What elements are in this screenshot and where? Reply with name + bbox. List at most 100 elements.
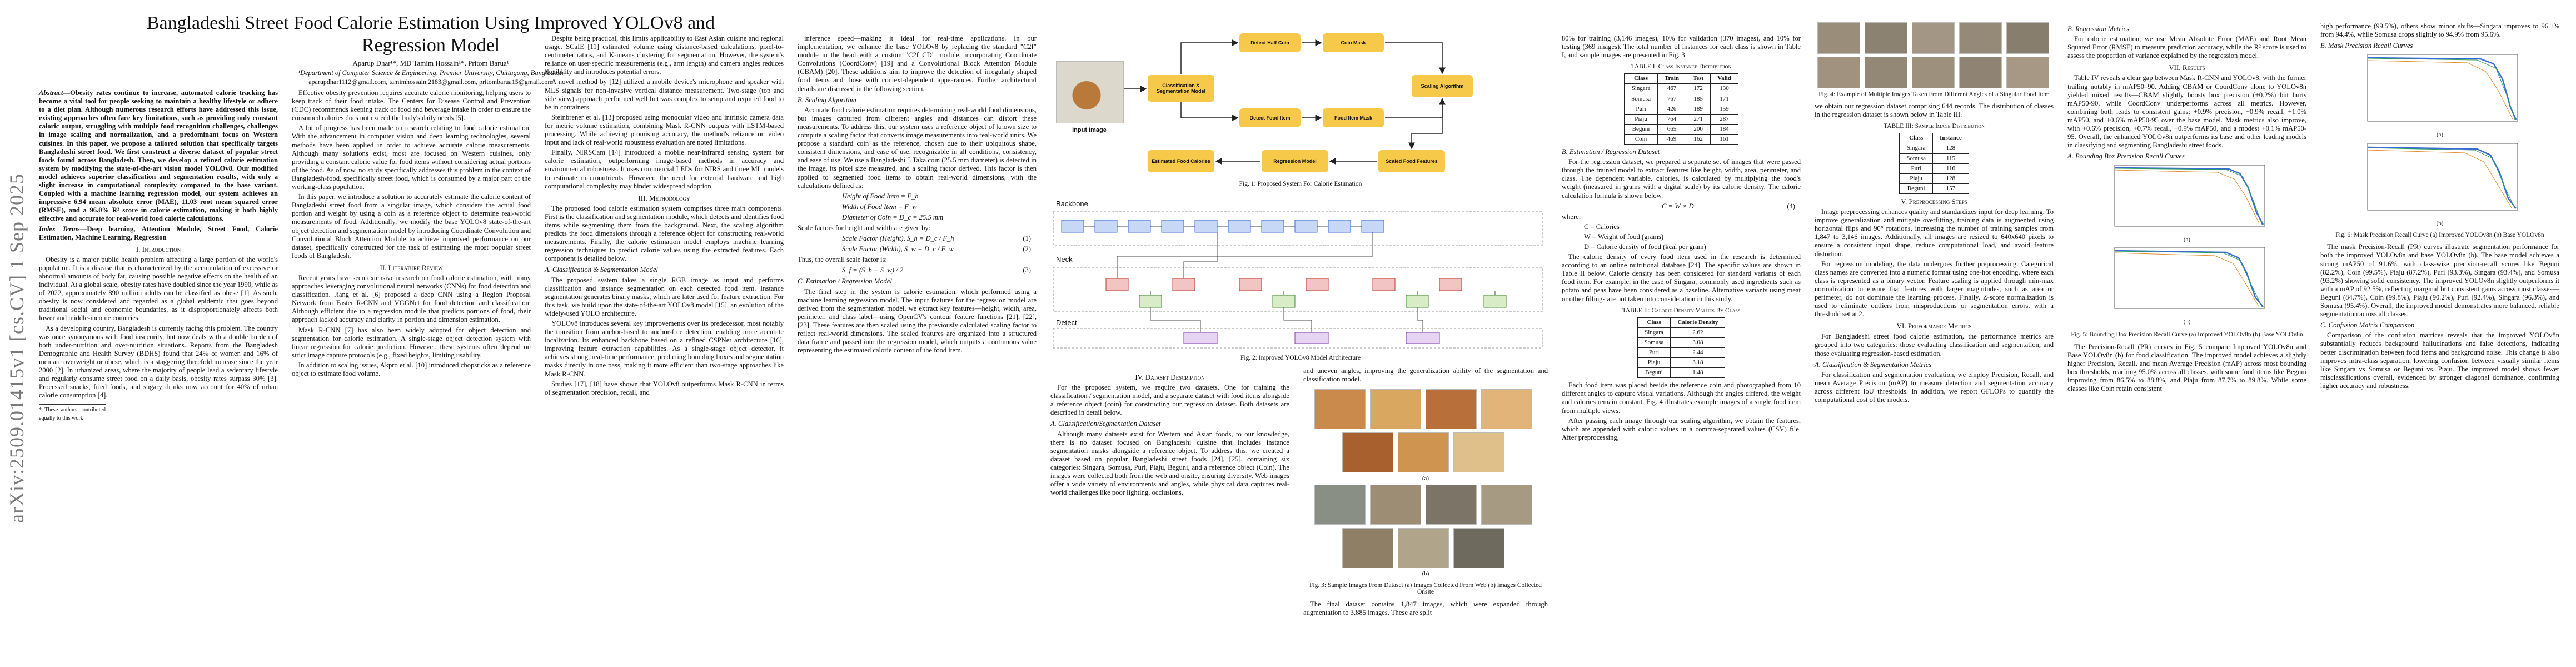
column-2: Effective obesity prevention requires ac… [292, 89, 531, 380]
sample-photo [1314, 389, 1366, 429]
angle-photo [2006, 57, 2049, 88]
paragraph: YOLOv8 introduces several key improvemen… [545, 320, 784, 378]
detect-coin-box: Detect Half Coin [1239, 33, 1301, 52]
figure-1: Input Image Classification & Segmentatio… [1050, 22, 1551, 189]
neck-label: Neck [1056, 255, 1073, 263]
input-food-photo [1056, 61, 1124, 123]
paragraph: For classification and segmentation eval… [1815, 370, 2054, 404]
angle-photo [2006, 22, 2049, 54]
paragraph: Finally, NIRSCam [14] introduced a mobil… [545, 148, 784, 190]
table-cell: 128 [1932, 173, 1969, 184]
pr-curve-box-base [2114, 247, 2265, 309]
paragraph: Mask R-CNN [7] has also been widely adop… [292, 326, 531, 359]
paragraph: The mask Precision-Recall (PR) curves il… [2320, 243, 2559, 318]
table-cell: 172 [1686, 83, 1711, 94]
paragraph: A novel method by [12] utilized a mobile… [545, 78, 784, 111]
figure-4-caption: Fig. 4: Example of Multiple Images Taken… [1818, 91, 2050, 98]
table-cell: 128 [1932, 143, 1969, 154]
table-cell: 185 [1686, 93, 1711, 104]
web-images-grid [1314, 389, 1537, 472]
table-header: Calorie Density [1670, 317, 1726, 328]
figure-2: Backbone Neck Detect [1050, 195, 1551, 362]
table-cell: Beguni [1637, 367, 1671, 379]
definition: C = Calories [1584, 222, 1620, 231]
definition: D = Calorie density of food (kcal per gr… [1584, 242, 1706, 251]
sample-photo [1398, 528, 1449, 568]
equation: Height of Food Item = F_h [798, 192, 1037, 201]
input-image-label: Input Image [1072, 127, 1107, 133]
paragraph: The proposed system takes a single RGB i… [545, 276, 784, 317]
equation-text: Diameter of Coin = D_c = 25.5 mm [842, 213, 944, 221]
equation-number: (2) [1023, 245, 1031, 253]
angle-photo [1912, 57, 1955, 88]
subfigure-label-b: (b) [1422, 570, 1429, 577]
angle-photo [1865, 57, 1907, 88]
table-cell: 467 [1657, 83, 1687, 94]
paragraph: The Precision-Recall (PR) curves in Fig.… [2067, 342, 2306, 392]
footnote: * These authors contributed equally to t… [39, 404, 106, 422]
sample-photo [1426, 389, 1477, 429]
column-9: high performance (99.5%), others show mi… [2320, 22, 2559, 392]
subsection-heading: C. Confusion Matrix Comparison [2320, 321, 2415, 330]
food-mask-box: Food Item Mask [1323, 108, 1384, 127]
paragraph: we obtain our regression dataset compris… [1815, 102, 2054, 119]
paragraph: For calorie estimation, we use Mean Abso… [2067, 35, 2306, 60]
scaled-features-box: Scaled Food Features [1378, 150, 1445, 172]
abstract-text: —Obesity rates continue to increase, aut… [39, 89, 278, 223]
subsection-heading: B. Mask Precision Recall Curves [2320, 42, 2413, 50]
affiliation: ¹Department of Computer Science & Engine… [298, 69, 564, 77]
paragraph: For the regression dataset, we prepared … [1562, 158, 1801, 200]
paragraph: The calorie density of every food item u… [1562, 253, 1801, 303]
table-cell: 157 [1932, 183, 1969, 194]
scaling-algorithm-box: Scaling Algorithm [1412, 75, 1473, 97]
column-3: Despite being practical, this limits app… [545, 34, 784, 399]
sample-photo [1453, 432, 1504, 472]
index-terms-label: Index Terms [39, 225, 80, 233]
section-heading: VII. Results [2169, 63, 2205, 72]
table-cell: 426 [1657, 103, 1687, 115]
column-7: Fig. 4: Example of Multiple Images Taken… [1815, 22, 2054, 406]
table-cell: 171 [1710, 93, 1738, 104]
table-cell: 184 [1710, 123, 1738, 135]
paragraph: Despite being practical, this limits app… [545, 34, 784, 76]
paragraph: where: [1562, 212, 1581, 221]
paragraph: A lot of progress has been made on resea… [292, 124, 531, 191]
paragraph: Thus, the overall scale factor is: [798, 256, 887, 264]
paragraph: After passing each image through our sca… [1562, 416, 1801, 441]
table-cell: Puri [1624, 103, 1658, 115]
subfigure-label-b: (b) [2436, 220, 2444, 227]
equation-4: C = W × D(4) [1562, 202, 1801, 211]
pr-curve-mask-base [2367, 143, 2518, 211]
table-cell: Piaju [1637, 357, 1671, 369]
paragraph: In this paper, we introduce a solution t… [292, 193, 531, 260]
table-header: Class [1637, 317, 1671, 328]
table-cell: Puri [1637, 347, 1671, 359]
definition: W = Weight of food (grams) [1584, 232, 1664, 241]
equation-3: S_f = (S_h + S_w) / 2(3) [798, 266, 1037, 275]
subsection-heading: C. Estimation / Regression Model [798, 277, 892, 286]
column-1: Abstract—Obesity rates continue to incre… [39, 89, 278, 423]
subfigure-label-a: (a) [2183, 236, 2191, 243]
subsection-heading: A. Classification/Segmentation Dataset [1050, 420, 1161, 428]
table-cell: Somusa [1899, 153, 1934, 164]
table-cell: Singara [1637, 327, 1671, 338]
equation-1: Scale Factor (Height), S_h = D_c / F_h(1… [798, 235, 1037, 243]
equation: Diameter of Coin = D_c = 25.5 mm [798, 213, 1037, 222]
abstract-label: Abstract [39, 89, 63, 97]
paragraph: Each food item was placed beside the ref… [1562, 381, 1801, 415]
equation-text: C = W × D [1662, 202, 1694, 210]
pr-curve-mask-improved [2367, 54, 2518, 122]
table-cell: Puri [1899, 163, 1934, 174]
table-cell: Beguni [1899, 183, 1934, 194]
paragraph: Steinbrener et al. [13] proposed using m… [545, 113, 784, 147]
table-cell: 665 [1657, 123, 1687, 135]
section-heading: VI. Performance Metrics [1896, 322, 1972, 331]
